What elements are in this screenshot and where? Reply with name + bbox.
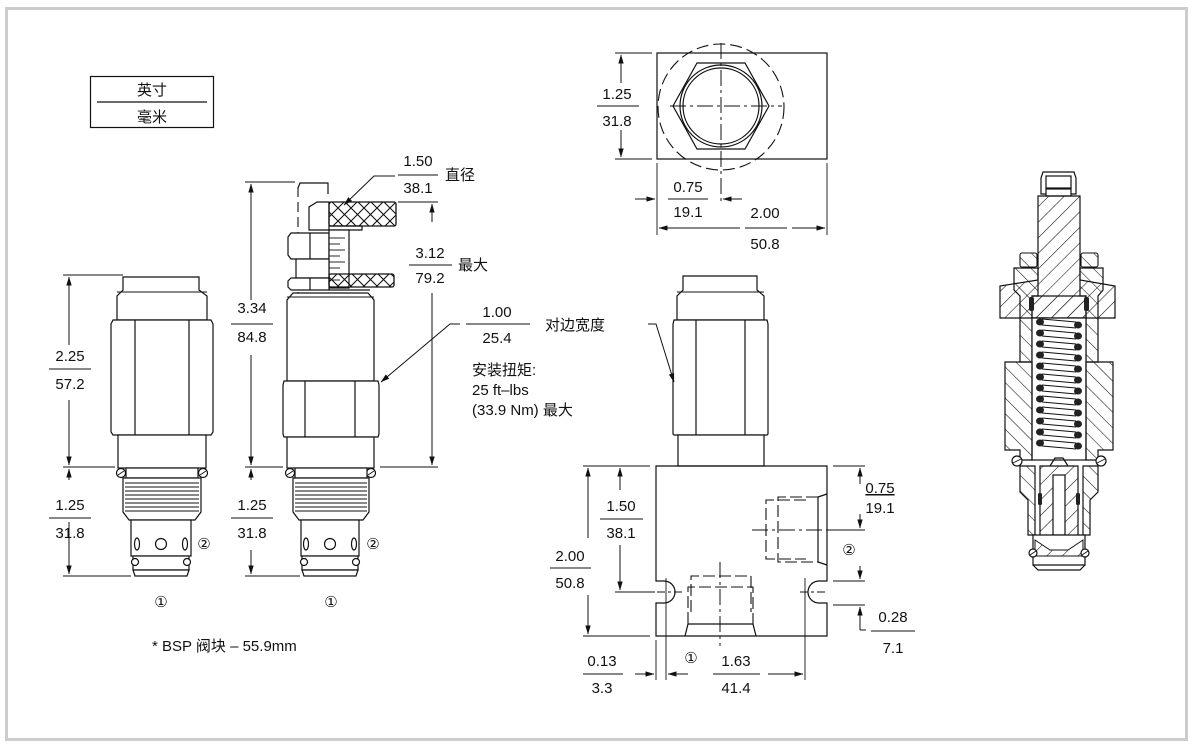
body-view: ② ① 2.00 50.8 1.50 38.1: [550, 275, 915, 697]
torque-note-imperial: 25 ft–lbs: [472, 382, 529, 399]
dim-edge-offset-mm: 3.3: [592, 680, 613, 697]
spring-coil: [1036, 373, 1082, 384]
side-view-port-1: ①: [154, 594, 167, 611]
spring-coil: [1036, 351, 1082, 362]
dim-hex-size-mm: 25.4: [482, 330, 511, 347]
dim-top-width: 2.00 50.8: [745, 205, 787, 253]
dim-knob-diameter-mm: 38.1: [403, 180, 432, 197]
adjust-view-cartridge: ② ① 3.34 84.8 1.25 31.8 1.50 38.1 直径: [231, 153, 605, 611]
torque-note-metric: (33.9 Nm) 最大: [472, 402, 573, 419]
body-view-port-1: ①: [684, 650, 697, 667]
dim-edge-offset: 0.13 3.3: [583, 653, 623, 697]
spring-coil: [1036, 395, 1082, 406]
footnote-bsp-manifold: * BSP 阀块 – 55.9mm: [152, 638, 297, 655]
dim-overall-height-in: 3.34: [237, 300, 266, 317]
dim-hole-spacing-in: 1.63: [721, 653, 750, 670]
spring-coil: [1036, 318, 1082, 329]
units-legend-inch: 英寸: [137, 81, 167, 99]
spring-coil: [1036, 362, 1082, 373]
dim-side-insert-height-mm: 31.8: [55, 525, 84, 542]
adjust-view-port-2: ②: [366, 536, 379, 553]
torque-note-title: 安装扭矩:: [472, 362, 536, 379]
dim-adjust-travel-in: 3.12: [415, 245, 444, 262]
units-legend-mm: 毫米: [137, 108, 167, 126]
dim-adjust-insert-height: 1.25 31.8: [231, 497, 273, 542]
spring-coil: [1036, 406, 1082, 417]
side-view-port-2: ②: [197, 536, 210, 553]
dim-mount-hole-height-in: 1.50: [606, 498, 635, 515]
dim-top-width-mm: 50.8: [750, 236, 779, 253]
dim-knob-diameter-label: 直径: [445, 167, 475, 184]
dim-top-offset: 0.75 19.1: [668, 179, 708, 221]
drawing-frame: [5, 7, 1188, 741]
dim-overall-height-mm: 84.8: [237, 329, 266, 346]
dim-side-body-height: 2.25 57.2: [49, 348, 91, 393]
dim-port2-offset-in: 0.75: [865, 480, 894, 497]
units-legend: 英寸 毫米: [89, 75, 215, 129]
dim-mount-hole-height: 1.50 38.1: [600, 498, 643, 542]
top-view: 1.25 31.8 0.75 19.1 2.00 50.8: [597, 43, 828, 253]
spring-coil: [1036, 340, 1082, 351]
dim-overall-height: 3.34 84.8: [231, 300, 273, 346]
dim-top-offset-mm: 19.1: [673, 204, 702, 221]
dim-body-height-mm: 50.8: [555, 575, 584, 592]
side-view-cartridge: ② ① 2.25 57.2 1.25 31.8: [49, 274, 214, 611]
dim-adjust-insert-height-in: 1.25: [237, 497, 266, 514]
dim-body-height: 2.00 50.8: [550, 548, 591, 592]
dim-side-insert-height-in: 1.25: [55, 497, 84, 514]
dim-top-height-in: 1.25: [602, 86, 631, 103]
dim-top-height-mm: 31.8: [602, 113, 631, 130]
dim-side-body-height-in: 2.25: [55, 348, 84, 365]
dim-top-width-in: 2.00: [750, 205, 779, 222]
spring-coil: [1036, 428, 1082, 439]
dim-hole-slot-in: 0.28: [878, 609, 907, 626]
dim-top-height: 1.25 31.8: [597, 86, 639, 130]
adjust-view-port-1: ①: [324, 594, 337, 611]
spring-coil: [1036, 329, 1082, 340]
dim-mount-hole-height-mm: 38.1: [606, 525, 635, 542]
dim-port2-offset: 0.75 19.1: [865, 480, 894, 517]
torque-note: 安装扭矩: 25 ft–lbs (33.9 Nm) 最大: [472, 362, 573, 419]
units-legend-box: [89, 75, 215, 129]
dim-edge-offset-in: 0.13: [587, 653, 616, 670]
dim-hole-slot: 0.28 7.1: [871, 609, 915, 657]
dim-adjust-travel-mm: 79.2: [415, 270, 444, 287]
dim-hole-spacing-mm: 41.4: [721, 680, 750, 697]
dim-side-insert-height: 1.25 31.8: [49, 497, 91, 542]
dim-hex-size-label: 对边宽度: [545, 317, 605, 334]
dim-adjust-travel: 3.12 79.2 最大: [409, 245, 488, 287]
dim-knob-diameter: 1.50 38.1 直径: [398, 153, 475, 197]
cross-section-view: [999, 171, 1116, 571]
dim-knob-diameter-in: 1.50: [403, 153, 432, 170]
dim-hex-size-in: 1.00: [482, 304, 511, 321]
spring-icon: [1036, 318, 1082, 450]
dim-hole-spacing: 1.63 41.4: [713, 653, 760, 697]
body-view-port-2: ②: [842, 542, 855, 559]
dim-adjust-travel-label: 最大: [458, 257, 488, 274]
spring-coil: [1036, 384, 1082, 395]
spring-coil: [1036, 417, 1082, 428]
dim-port2-offset-mm: 19.1: [865, 500, 894, 517]
dim-body-height-in: 2.00: [555, 548, 584, 565]
dim-top-offset-in: 0.75: [673, 179, 702, 196]
dim-hole-slot-mm: 7.1: [883, 640, 904, 657]
dim-hex-size: 1.00 25.4 对边宽度: [466, 304, 605, 347]
spring-coil: [1036, 439, 1082, 450]
dim-side-body-height-mm: 57.2: [55, 376, 84, 393]
dim-adjust-insert-height-mm: 31.8: [237, 525, 266, 542]
